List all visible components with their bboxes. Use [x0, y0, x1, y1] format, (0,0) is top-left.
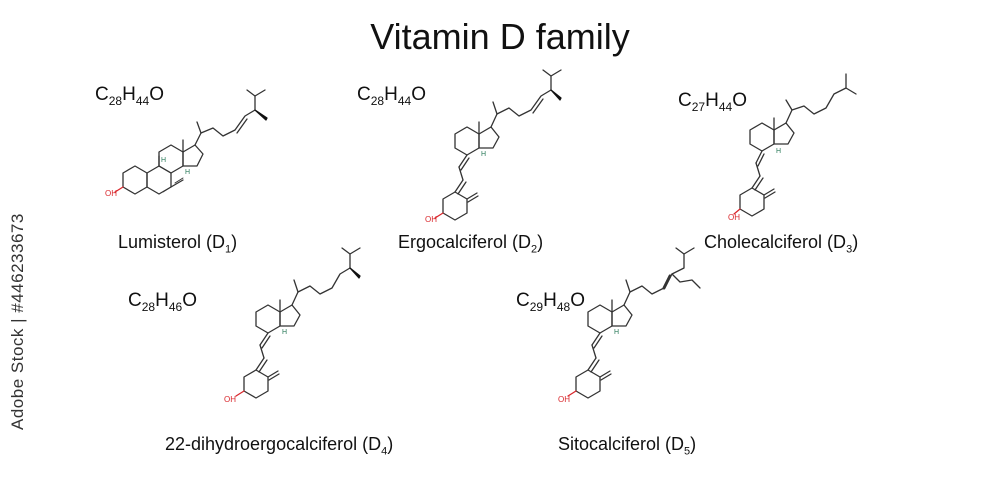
formula-cholecalciferol: C27H44O — [678, 90, 747, 114]
label-lumisterol: Lumisterol (D1) — [118, 232, 238, 256]
structure-dihydroergocalciferol: OH H — [224, 247, 361, 404]
label-ergocalciferol: Ergocalciferol (D2) — [398, 232, 544, 256]
svg-text:OH: OH — [558, 395, 570, 404]
svg-text:OH: OH — [425, 215, 437, 224]
label-dihydroergocalciferol: 22-dihydroergocalciferol (D4) — [165, 434, 394, 458]
formula-lumisterol: C28H44O — [95, 84, 164, 108]
label-sitocalciferol: Sitocalciferol (D5) — [558, 434, 697, 458]
svg-text:OH: OH — [728, 213, 740, 222]
formula-ergocalciferol: C28H44O — [357, 84, 426, 108]
svg-text:H: H — [481, 151, 486, 158]
structure-cholecalciferol: OH H — [728, 73, 857, 222]
formula-sitocalciferol: C29H48O — [516, 290, 585, 314]
label-cholecalciferol: Cholecalciferol (D3) — [704, 232, 859, 256]
structure-lumisterol: OH H H — [105, 89, 268, 198]
stock-watermark: Adobe Stock | #446233673 — [8, 213, 27, 430]
svg-text:OH: OH — [224, 395, 236, 404]
structure-ergocalciferol: OH H — [425, 69, 562, 224]
svg-text:H: H — [282, 329, 287, 336]
svg-text:OH: OH — [105, 189, 117, 198]
structure-sitocalciferol: OH H — [558, 247, 701, 404]
svg-text:H: H — [776, 148, 781, 155]
svg-text:H: H — [185, 169, 190, 176]
svg-text:H: H — [614, 329, 619, 336]
formula-dihydroergocalciferol: C28H46O — [128, 290, 197, 314]
page-title: Vitamin D family — [370, 16, 630, 57]
svg-text:H: H — [161, 157, 166, 164]
